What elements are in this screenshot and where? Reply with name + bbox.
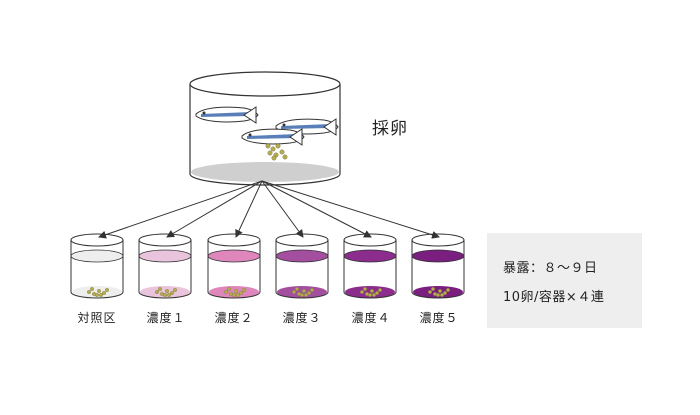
egg-collection-label: 採卵: [372, 119, 408, 139]
egg-mark: [304, 293, 308, 297]
egg-mark: [105, 288, 109, 292]
egg-mark: [363, 287, 367, 291]
egg-mark: [155, 290, 159, 294]
distribution-arrows: [98, 180, 440, 239]
container-label-conc5: 濃度５: [419, 311, 459, 325]
fish-icon: [195, 106, 259, 124]
egg-mark: [428, 290, 432, 294]
egg-mark: [95, 293, 99, 297]
egg-mark: [163, 293, 167, 297]
egg-mark: [97, 289, 101, 293]
tank-eggs: [265, 143, 288, 161]
egg-mark: [440, 293, 444, 297]
container-label-conc2: 濃度２: [214, 311, 254, 325]
beaker-5: [411, 233, 465, 299]
container-label-control: 対照区: [77, 311, 117, 325]
beaker-2: [207, 233, 261, 299]
egg-mark: [227, 287, 231, 291]
fish-icon: [241, 128, 305, 146]
egg-mark: [90, 287, 94, 291]
beaker-3: [275, 233, 329, 299]
condition-info-box: 暴露：８～９日 10卵/容器×４連: [487, 233, 642, 328]
egg-mark: [307, 291, 311, 295]
egg-mark: [310, 288, 314, 292]
egg-mark: [87, 290, 91, 294]
egg-mark: [431, 287, 435, 291]
egg-mark: [234, 289, 238, 293]
egg-mark: [224, 290, 228, 294]
container-label-conc4: 濃度４: [351, 311, 391, 325]
egg-mark: [239, 291, 243, 295]
egg-mark: [242, 288, 246, 292]
egg-mark: [165, 289, 169, 293]
egg-mark: [446, 288, 450, 292]
egg-mark: [295, 287, 299, 291]
egg-mark: [370, 289, 374, 293]
container-label-conc3: 濃度３: [282, 311, 322, 325]
beaker-1: [138, 233, 192, 299]
egg-mark: [436, 293, 440, 297]
egg-mark: [438, 289, 442, 293]
egg-mark: [232, 293, 236, 297]
egg-mark: [368, 293, 372, 297]
egg-mark: [372, 293, 376, 297]
egg-mark: [236, 293, 240, 297]
eggs-per-container-text: 10卵/容器×４連: [503, 290, 605, 305]
egg-mark: [167, 293, 171, 297]
egg-mark: [102, 291, 106, 295]
egg-mark: [173, 288, 177, 292]
egg-mark: [99, 293, 103, 297]
egg-mark: [375, 291, 379, 295]
egg-mark: [443, 291, 447, 295]
container-label-conc1: 濃度１: [146, 311, 186, 325]
egg-mark: [378, 288, 382, 292]
egg-mark: [302, 289, 306, 293]
egg-mark: [360, 290, 364, 294]
beaker-0: [70, 233, 124, 299]
exposure-text: 暴露：８～９日: [503, 261, 598, 276]
egg-mark: [300, 293, 304, 297]
egg-mark: [158, 287, 162, 291]
egg-mark: [292, 290, 296, 294]
beaker-4: [343, 233, 397, 299]
egg-mark: [170, 291, 174, 295]
